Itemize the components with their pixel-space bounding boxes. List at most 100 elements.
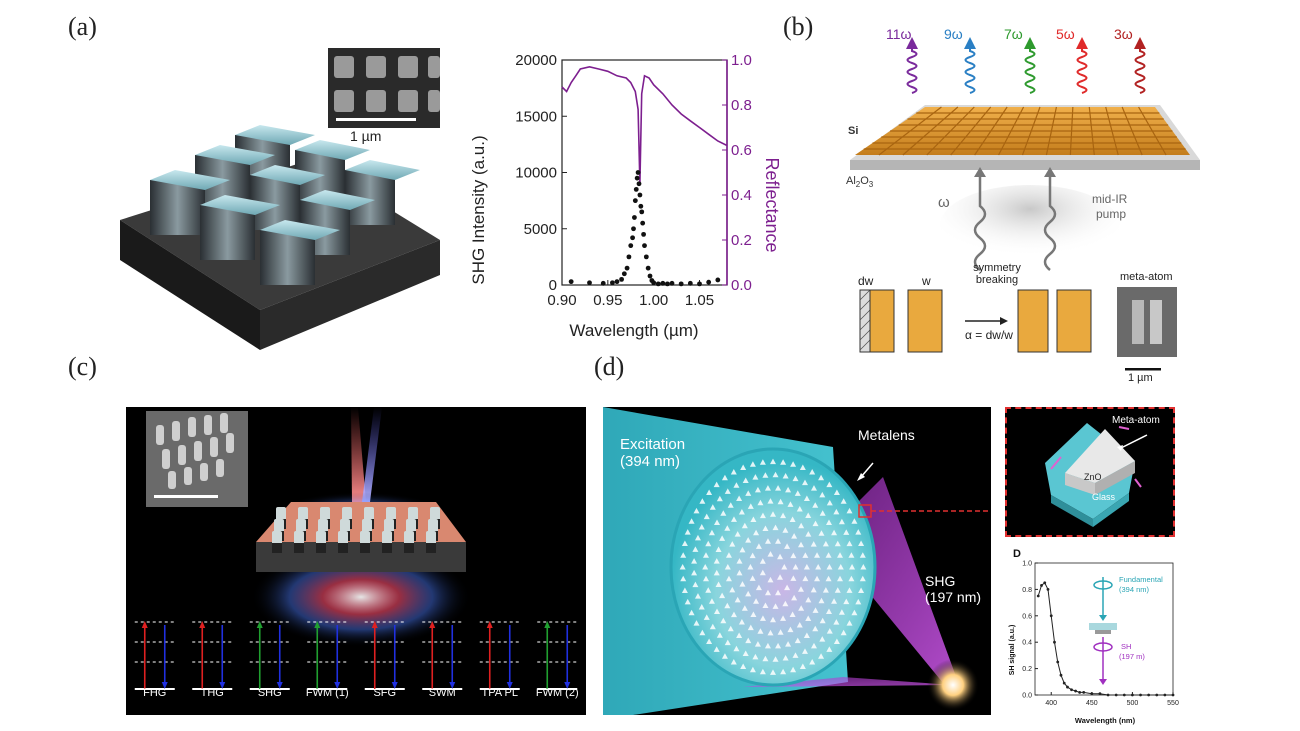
x-tick-label: 0.95 bbox=[593, 292, 622, 309]
shg-data-point bbox=[647, 273, 653, 279]
x-tick-label: 1.00 bbox=[639, 292, 668, 309]
lens-meta-atom bbox=[849, 564, 856, 570]
lens-meta-atom bbox=[727, 502, 734, 508]
shg-data-point bbox=[639, 209, 645, 215]
lens-meta-atom bbox=[767, 629, 774, 636]
shg-data-point bbox=[640, 220, 646, 226]
lens-meta-atom bbox=[814, 552, 821, 558]
shg-data-point bbox=[626, 254, 632, 260]
metalens-illustration bbox=[603, 407, 991, 715]
lens-meta-atom bbox=[775, 642, 782, 649]
lens-meta-atom bbox=[809, 469, 816, 475]
lens-meta-atom bbox=[810, 485, 817, 491]
lens-meta-atom bbox=[691, 569, 698, 576]
lens-meta-atom bbox=[759, 512, 766, 519]
lens-meta-atom bbox=[798, 522, 805, 529]
lens-meta-atom bbox=[846, 587, 853, 593]
process-label: FHG bbox=[143, 687, 167, 699]
shg-data-point bbox=[587, 280, 592, 286]
lens-meta-atom bbox=[698, 604, 705, 610]
lens-meta-atom bbox=[713, 646, 720, 652]
shg-label-d: SHG(197 nm) bbox=[925, 573, 982, 605]
x-tick-label-d: 400 bbox=[1045, 700, 1057, 707]
panel-d-label: (d) bbox=[594, 352, 625, 381]
sh-signal-point bbox=[1049, 614, 1053, 618]
sh-signal-point bbox=[1163, 693, 1167, 697]
sh-signal-point bbox=[1070, 688, 1073, 692]
lens-meta-atom bbox=[724, 602, 731, 609]
lens-meta-atom bbox=[775, 485, 782, 491]
y-tick-label: 20000 bbox=[515, 52, 557, 69]
shg-data-point bbox=[634, 175, 640, 181]
lens-meta-atom bbox=[770, 458, 776, 465]
lens-meta-atom bbox=[805, 596, 812, 603]
lens-meta-atom bbox=[780, 512, 787, 519]
lens-meta-atom bbox=[819, 491, 826, 498]
lens-meta-atom bbox=[692, 546, 699, 552]
lens-meta-atom bbox=[720, 510, 727, 516]
meta-atom-label-b: meta-atom bbox=[1120, 271, 1173, 283]
lens-meta-atom bbox=[826, 564, 833, 570]
lens-meta-atom bbox=[745, 537, 752, 543]
pump-label-1: mid-IR bbox=[1092, 192, 1128, 206]
excitation-label: Excitation(394 nm) bbox=[620, 436, 686, 470]
excitation-arrowhead bbox=[544, 621, 551, 628]
y-tick-label-d: 0.2 bbox=[1022, 666, 1032, 673]
y2-tick-label: 0.8 bbox=[731, 97, 752, 114]
emission-arrowhead bbox=[564, 682, 571, 689]
lens-meta-atom bbox=[688, 518, 695, 524]
meta-atom-label-d: Meta-atom bbox=[1112, 415, 1160, 426]
lens-meta-atom bbox=[772, 471, 779, 478]
lens-meta-atom bbox=[772, 524, 779, 531]
lens-meta-atom bbox=[747, 624, 754, 631]
y-tick-label: 5000 bbox=[524, 221, 557, 238]
excitation-arrowhead bbox=[314, 621, 321, 628]
lens-meta-atom bbox=[759, 615, 766, 621]
lens-meta-atom bbox=[790, 552, 797, 559]
lens-meta-atom bbox=[750, 516, 757, 523]
lens-meta-atom bbox=[703, 614, 710, 620]
shg-reflectance-chart: SHG Intensity (a.u.) Reflectance Wavelen… bbox=[469, 52, 782, 340]
lens-meta-atom bbox=[809, 658, 816, 665]
lens-meta-atom bbox=[749, 666, 756, 673]
lens-meta-atom bbox=[738, 618, 745, 625]
lens-meta-atom bbox=[739, 581, 746, 587]
excitation-arrowhead bbox=[256, 621, 263, 628]
shg-data-point bbox=[628, 243, 634, 249]
shg-data-point bbox=[632, 198, 638, 204]
lens-meta-atom bbox=[812, 520, 819, 527]
lens-meta-atom bbox=[736, 558, 743, 564]
lens-meta-atom bbox=[702, 575, 709, 582]
lens-meta-atom bbox=[692, 581, 699, 588]
lens-meta-atom bbox=[798, 605, 805, 611]
lens-meta-atom bbox=[780, 668, 787, 675]
lens-meta-atom bbox=[781, 564, 788, 570]
lens-meta-atom bbox=[730, 611, 737, 618]
harmonic-wave bbox=[1134, 49, 1146, 94]
lens-meta-atom bbox=[757, 628, 764, 634]
shg-data-point bbox=[621, 271, 627, 277]
sh-signal-point bbox=[1059, 673, 1063, 677]
lens-meta-atom bbox=[762, 655, 769, 662]
lens-meta-atom bbox=[762, 602, 769, 609]
nanopillar-base bbox=[316, 543, 326, 553]
lens-meta-atom bbox=[721, 474, 728, 481]
fundamental-label-1: Fundamental bbox=[1119, 575, 1163, 584]
emission-arrowhead bbox=[334, 682, 341, 689]
lens-meta-atom bbox=[837, 575, 844, 582]
sh-signal-point bbox=[1122, 693, 1126, 697]
lens-meta-atom bbox=[838, 518, 845, 525]
x-tick-label: 0.90 bbox=[547, 292, 576, 309]
lens-meta-atom bbox=[739, 546, 746, 553]
y-tick-label-d: 0.6 bbox=[1022, 613, 1032, 620]
y2-tick-label: 0.6 bbox=[731, 142, 752, 159]
lens-meta-atom bbox=[705, 587, 712, 593]
lens-meta-atom bbox=[782, 655, 789, 661]
nanopillar-base bbox=[426, 543, 436, 553]
shg-data-point bbox=[633, 186, 639, 192]
lens-meta-atom bbox=[785, 641, 792, 647]
sh-signal-point bbox=[1074, 689, 1077, 693]
lens-meta-atom bbox=[819, 617, 826, 624]
lens-meta-atom bbox=[825, 519, 832, 525]
lens-meta-atom bbox=[724, 564, 731, 570]
